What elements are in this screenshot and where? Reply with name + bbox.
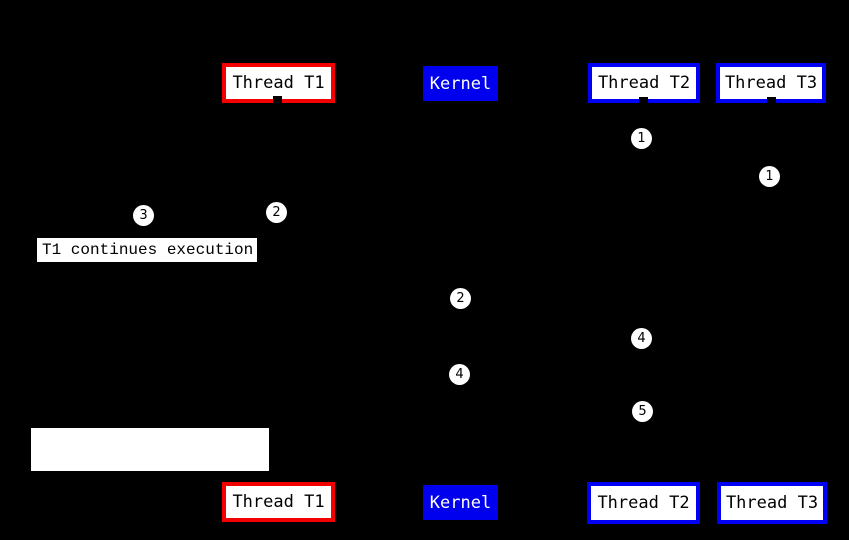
step-marker-label: 1 xyxy=(637,131,646,146)
thread-t3-label-top: Thread T3 xyxy=(724,73,818,93)
step-marker-label: 5 xyxy=(638,404,647,419)
t1-continues-execution-label: T1 continues execution xyxy=(37,238,257,262)
thread-t3-box-top: Thread T3 xyxy=(716,63,826,103)
thread-t3-label-bottom: Thread T3 xyxy=(725,493,819,513)
thread-t1-box-bottom: Thread T1 xyxy=(222,482,335,522)
thread-t2-label-top: Thread T2 xyxy=(597,73,691,93)
arrowhead-notch xyxy=(639,97,648,104)
step-marker-2-kernel: 2 xyxy=(450,288,471,309)
annotation-text: T1 continues execution xyxy=(42,241,254,259)
kernel-box-bottom: Kernel xyxy=(423,485,498,520)
blank-label-box xyxy=(31,428,269,471)
arrowhead-notch xyxy=(273,96,282,103)
kernel-label-bottom: Kernel xyxy=(429,492,492,513)
step-marker-1-thread-t3: 1 xyxy=(759,166,780,187)
step-marker-5-thread-t2: 5 xyxy=(632,401,653,422)
step-marker-label: 4 xyxy=(455,367,464,382)
arrowhead-notch xyxy=(273,478,282,485)
step-marker-4-thread-t2: 4 xyxy=(631,328,652,349)
step-marker-label: 2 xyxy=(456,291,465,306)
thread-t1-label-bottom: Thread T1 xyxy=(232,492,325,512)
step-marker-label: 1 xyxy=(765,169,774,184)
arrowhead-notch xyxy=(639,477,648,484)
step-marker-label: 3 xyxy=(139,208,148,223)
kernel-label-top: Kernel xyxy=(429,73,492,94)
step-marker-2-thread-t1: 2 xyxy=(266,202,287,223)
step-marker-1-thread-t2: 1 xyxy=(631,128,652,149)
arrowhead-notch xyxy=(767,97,776,104)
thread-t2-label-bottom: Thread T2 xyxy=(597,493,690,513)
step-marker-3: 3 xyxy=(133,205,154,226)
step-marker-label: 2 xyxy=(272,205,281,220)
thread-t3-box-bottom: Thread T3 xyxy=(717,482,827,524)
thread-t2-box-bottom: Thread T2 xyxy=(587,482,700,524)
kernel-box-top: Kernel xyxy=(423,66,498,101)
step-marker-label: 4 xyxy=(637,331,646,346)
thread-t1-label-top: Thread T1 xyxy=(232,73,325,93)
arrowhead-notch xyxy=(768,477,777,484)
step-marker-4-kernel: 4 xyxy=(449,364,470,385)
